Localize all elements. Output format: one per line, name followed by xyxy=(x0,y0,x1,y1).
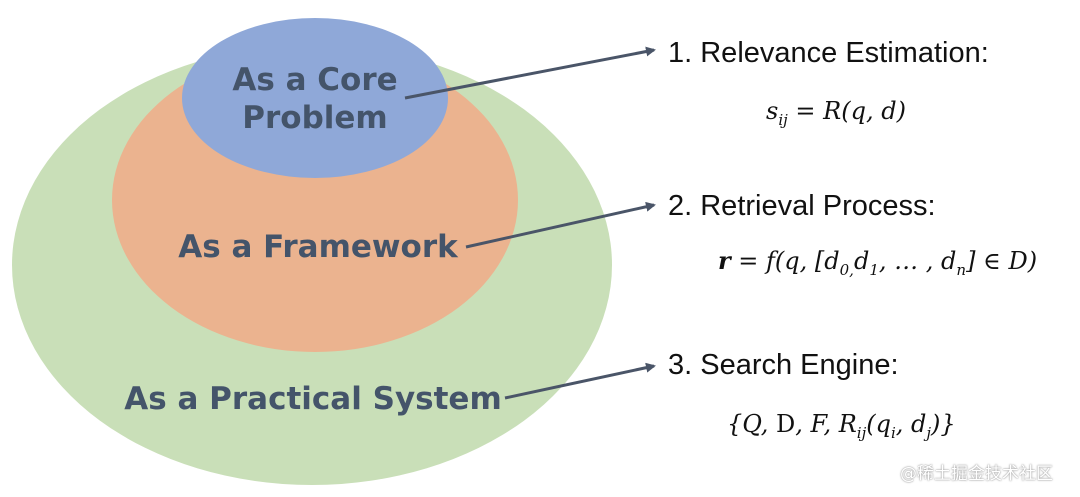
item-1-heading: 1. Relevance Estimation: xyxy=(668,37,989,69)
formula-1-lhs-sub: ij xyxy=(778,110,788,129)
formula-2-d1: d xyxy=(853,247,870,275)
formula-3-open: {Q, xyxy=(727,410,777,438)
arrow-2 xyxy=(465,201,656,249)
formula-2-d0-sub: 0, xyxy=(839,260,854,279)
arrow-3 xyxy=(504,362,656,400)
arrow-1 xyxy=(404,46,656,100)
outer-ring-label: As a Practical System xyxy=(124,381,502,417)
formula-2-mid: , … , d xyxy=(878,247,957,275)
formula-2-equals: = xyxy=(738,247,759,275)
formula-2-tail: ] ∈ D) xyxy=(966,247,1038,275)
formula-1-lhs: s xyxy=(766,97,779,125)
watermark: @稀土掘金技术社区 xyxy=(900,464,1053,484)
formula-3-d-sub: j xyxy=(926,423,932,442)
formula-2-dn-sub: n xyxy=(956,260,967,279)
formula-3-rest: , F, R xyxy=(795,410,857,438)
item-3-heading: 3. Search Engine: xyxy=(668,349,899,381)
formula-3-q: (q xyxy=(866,410,891,438)
formula-2-d1-sub: 1 xyxy=(869,260,879,279)
inner-ring-label-line-1: As a Core xyxy=(232,62,397,98)
item-1-formula: sij = R(q, d) xyxy=(766,97,906,129)
item-3-formula: {Q, D, F, Rij(qi, dj)} xyxy=(727,410,956,442)
formula-2-fn: f(q, [d xyxy=(766,247,840,275)
inner-ring-ellipse xyxy=(182,18,448,178)
formula-3-comma: , d xyxy=(895,410,927,438)
formula-2-lhs: r xyxy=(718,246,731,275)
formula-1-equals: = xyxy=(795,97,816,125)
formula-3-q-sub: i xyxy=(890,423,896,442)
formula-3-r-sub: ij xyxy=(856,423,867,442)
item-2-heading: 2. Retrieval Process: xyxy=(668,190,936,222)
formula-1-rhs: R(q, d) xyxy=(823,97,906,125)
formula-3-d: D xyxy=(776,410,796,438)
item-2-formula: r = f(q, [d0,d1, … , dn] ∈ D) xyxy=(718,246,1037,279)
formula-3-close: )} xyxy=(931,410,956,438)
middle-ring-label: As a Framework xyxy=(178,229,459,265)
inner-ring-label-line-2: Problem xyxy=(242,100,387,136)
